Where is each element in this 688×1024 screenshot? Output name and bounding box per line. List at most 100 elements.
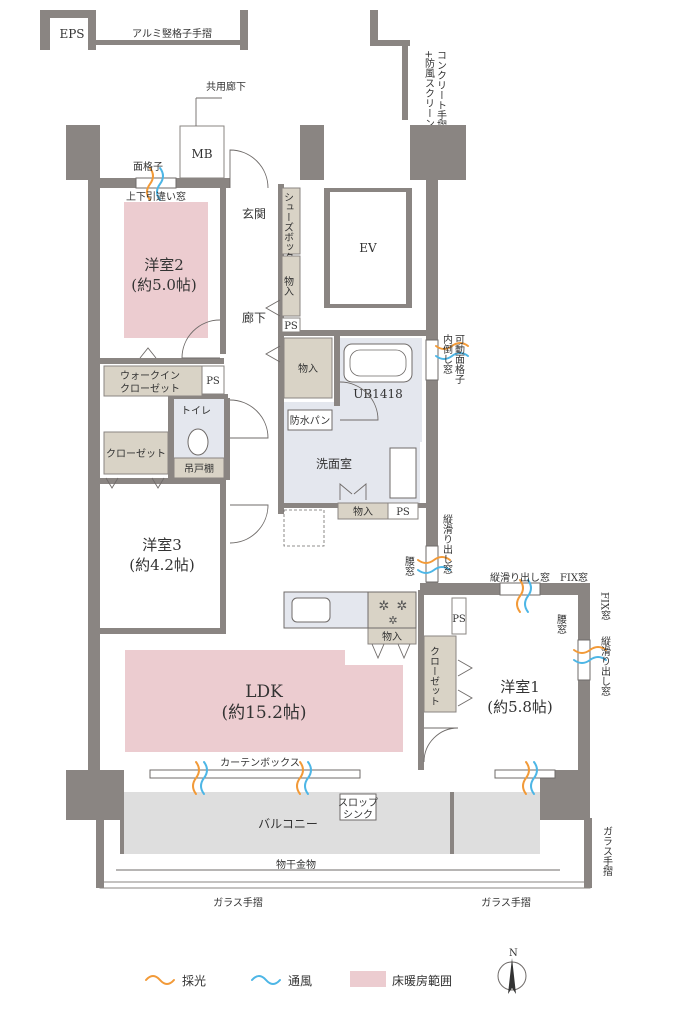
waterproof-pan [287, 409, 333, 431]
washer-space [283, 509, 325, 547]
eps-label: EPS [59, 27, 84, 41]
concrete-railing [402, 40, 408, 120]
balcony-floor [124, 792, 540, 854]
bedroom2-size: (約5.0帖) [131, 276, 197, 294]
storage-units: MB シューズボックス 物入 PS 物入 ウォークイン クローゼット PS クロ… [103, 125, 467, 713]
partition-bedroom2-bottom [96, 358, 224, 364]
vertical-slide-window-label-2: 縦滑り出し窓 [490, 571, 550, 584]
balcony: スロップ シンク バルコニー 物干金物 ガラス手摺 ガラス手摺 ガラス手摺 [96, 792, 613, 909]
burner-icon: ✲ [379, 599, 390, 614]
bath-door [339, 381, 379, 421]
wind-marker [417, 566, 451, 574]
fix-window-label: FIX窓 [560, 571, 588, 584]
walk-in-closet-label-2: クローゼット [120, 383, 180, 395]
light-ventilation-markers [146, 167, 607, 795]
light-marker [522, 761, 530, 795]
elevator-label: EV [359, 241, 377, 255]
partition-bedroom1-left [418, 590, 424, 770]
balcony-divider-left [120, 792, 124, 854]
corridor-pillar-left [240, 10, 248, 50]
ps-hall [281, 317, 301, 333]
bedroom2-name: 洋室2 [144, 256, 184, 274]
closet-bedroom1-label: クローゼット [428, 646, 440, 706]
bedroom3-name: 洋室3 [142, 536, 182, 554]
balcony-wall-right [584, 818, 592, 888]
glass-railing [99, 881, 591, 889]
kitchen-storage-label: 物入 [382, 630, 402, 643]
wash-storage-door [339, 483, 367, 500]
bathtub-icon [343, 343, 413, 383]
wind-marker [200, 761, 208, 795]
balcony-label: バルコニー [258, 817, 318, 831]
ps-wic [201, 365, 225, 395]
closet-bedroom3 [103, 431, 169, 475]
legend: 採光 通風 床暖房範囲 N [145, 948, 527, 994]
stove [367, 591, 417, 629]
north-arrow-icon [508, 958, 516, 994]
hall-storage-door [265, 299, 281, 363]
wall-right-upper [426, 178, 438, 588]
bedroom2-window [135, 177, 177, 189]
bedroom1-name: 洋室1 [500, 678, 540, 696]
vertical-slide-window-label-vertical: 縦滑り出し窓 [599, 635, 611, 696]
toilet-label: トイレ [181, 406, 211, 417]
ps-bedroom1 [451, 597, 467, 635]
wic-door [139, 347, 157, 359]
mb-label: MB [191, 147, 212, 161]
legend-light-label: 採光 [182, 974, 206, 988]
eps-wall-right [88, 10, 96, 50]
eps-wall-left [40, 10, 50, 50]
north-label: N [509, 948, 518, 959]
pillar-top-right [410, 125, 466, 180]
ps-bedroom1-label: PS [452, 614, 466, 625]
hall-storage-label: 物入 [282, 275, 294, 296]
partition-bath-left [334, 336, 340, 406]
light-marker [573, 646, 607, 654]
washroom-label: 洗面室 [316, 456, 352, 471]
balcony-wall-left [96, 818, 104, 888]
ps-wash-label: PS [396, 507, 410, 518]
bay-window-label-2: 腰窓 [555, 614, 567, 634]
curtain-box-label: カーテンボックス [220, 757, 300, 769]
bedroom3 [104, 485, 220, 627]
shoe-box-label: シューズボックス [282, 192, 294, 272]
partition-toilet-left [168, 396, 174, 480]
burner-icon: ✲ [397, 599, 408, 614]
closet-door [105, 477, 165, 489]
elevator-shaft [330, 192, 406, 304]
concrete-railing-label-1: コンクリート手摺 [435, 50, 447, 131]
ldk-floor-heating [125, 650, 403, 752]
glass-railing-label-vertical: ガラス手摺 [601, 826, 613, 877]
mb-door [195, 97, 222, 126]
toilet-door [229, 399, 269, 439]
aluminum-railing-label: アルミ竪格子手摺 [132, 27, 212, 40]
ldk-size: (約15.2帖) [221, 703, 306, 723]
bath-window [425, 339, 439, 381]
partition-bedroom3-top [100, 478, 226, 484]
bedroom1-window-top [499, 582, 541, 596]
corridor-wall-top [370, 40, 410, 46]
partition-bath-top [280, 330, 426, 336]
movable-lattice-label-1: 可動面格子 [453, 334, 465, 384]
eps-wall-top [40, 10, 95, 18]
movable-lattice-label-2: 内倒し窓 [441, 333, 453, 374]
bedroom1-window-bottom [494, 769, 556, 779]
bedroom3-door [229, 504, 269, 544]
doors [105, 97, 473, 763]
kitchen-window [425, 545, 439, 583]
front-door [229, 149, 269, 189]
shoe-box [281, 187, 301, 255]
balcony-divider-right [450, 792, 454, 854]
kitchen-storage-door [371, 643, 411, 660]
wind-marker [530, 761, 538, 795]
sliding-window-label: 上下引違い窓 [126, 190, 186, 203]
legend-floor-heating-label: 床暖房範囲 [392, 973, 452, 988]
closet-bedroom3-label: クローゼット [106, 448, 166, 460]
wall-left [88, 125, 100, 775]
common-corridor-label: 共用廊下 [206, 80, 246, 93]
bedroom3-size: (約4.2帖) [129, 556, 195, 574]
sink-icon [291, 597, 331, 623]
slop-sink-label-2: シンク [343, 809, 373, 821]
corridor-pillar-mid [370, 10, 378, 40]
